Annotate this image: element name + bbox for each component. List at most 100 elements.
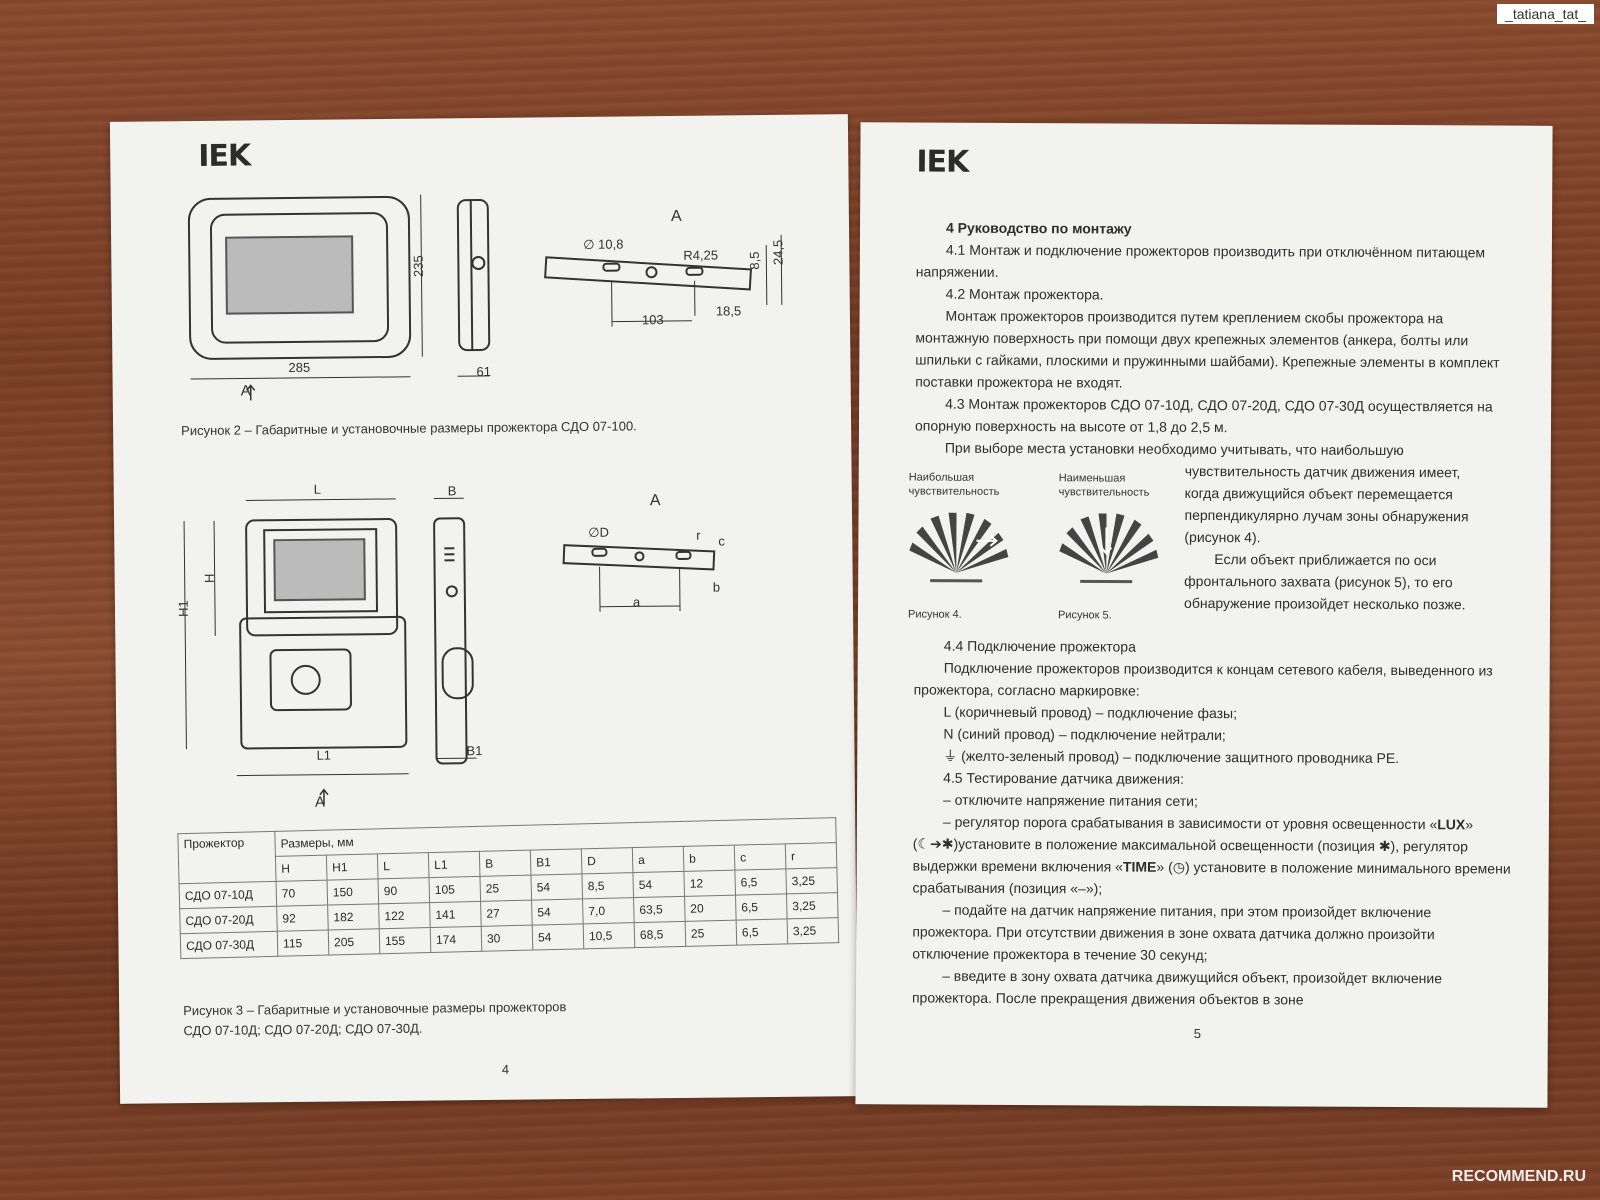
table-cell: 25 <box>685 920 737 947</box>
table-cell: 10,5 <box>583 922 635 949</box>
fig3-d-label: ∅D <box>588 524 609 540</box>
fig2-caption: Рисунок 2 – Габаритные и установочные ра… <box>181 418 637 439</box>
table-cell: 6,5 <box>736 918 788 946</box>
table-cell: 68,5 <box>634 921 686 948</box>
table-cell: 70 <box>276 880 328 907</box>
paragraph-choose: При выборе места установки необходимо уч… <box>944 439 1404 459</box>
table-header-cell: B <box>479 850 531 877</box>
fig3-h1-label: H1 <box>175 600 191 618</box>
table-cell: 150 <box>327 878 379 906</box>
table-cell: 54 <box>530 873 583 901</box>
table-cell: 6,5 <box>735 893 788 921</box>
table-cell: 20 <box>684 895 737 922</box>
step-2: – регулятор порога срабатывания в зависи… <box>913 810 1513 901</box>
wire-n: N (синий провод) – подключение нейтрали; <box>943 725 1226 744</box>
paragraph-4-2-body: Монтаж прожекторов производится путем кр… <box>915 307 1500 391</box>
table-header-cell: L1 <box>428 851 480 878</box>
table-cell: 54 <box>532 923 584 951</box>
fig2-arrow-label: A <box>240 382 251 400</box>
fig2-view-label: A <box>670 207 682 226</box>
fig2-spacing-label: 103 <box>641 312 664 328</box>
table-cell: 3,25 <box>785 867 838 894</box>
iek-logo: IEK <box>916 144 969 180</box>
table-cell: 92 <box>276 905 329 932</box>
sensor-fan-figure5 <box>1059 513 1159 584</box>
fig2-slot-label: 18,5 <box>715 303 742 319</box>
fig2-hole-label: ∅ 10,8 <box>583 236 624 252</box>
sensor-fan-figure4 <box>909 512 1009 583</box>
step-1: – отключите напряжение питания сети; <box>942 791 1198 809</box>
table-header-product: Прожектор <box>177 831 277 884</box>
right-page: IEK 4 Руководство по монтажу 4.1 Монтаж … <box>855 122 1553 1108</box>
table-cell: 182 <box>327 903 380 931</box>
table-cell: 54 <box>632 871 685 898</box>
fig3-caption-line2: СДО 07-10Д; СДО 07-20Д; СДО 07-30Д. <box>183 1020 423 1039</box>
paragraph-4-1: 4.1 Монтаж и подключение прожекторов про… <box>915 241 1486 280</box>
table-header-cell: L <box>377 852 429 879</box>
fig2-t2-label: 24,5 <box>770 239 786 266</box>
fig3-h-label: H <box>201 573 217 584</box>
paragraph-4-2: 4.2 Монтаж прожектора. <box>945 285 1104 303</box>
table-cell: 115 <box>277 930 329 957</box>
table-cell: 3,25 <box>786 892 839 919</box>
fig4-label-line2: чувствительность <box>908 485 1000 498</box>
step-2-part-a: – регулятор порога срабатывания в зависи… <box>942 813 1438 833</box>
table-header-cell: H <box>275 855 328 882</box>
fig5-label-line1: Наименьшая <box>1058 472 1126 485</box>
figure2-drawing <box>187 194 783 401</box>
table-cell: 12 <box>683 870 736 897</box>
paragraph-4-3: 4.3 Монтаж прожекторов СДО 07-10Д, СДО 0… <box>914 395 1493 436</box>
time-label: TIME <box>1122 858 1157 875</box>
table-cell: 6,5 <box>734 868 787 896</box>
paragraph-4-5: 4.5 Тестирование датчика движения: <box>943 769 1185 787</box>
table-cell: 7,0 <box>582 897 635 924</box>
fig2-width-label: 285 <box>288 359 311 376</box>
fig3-b-small-label: b <box>712 579 721 595</box>
paragraph-side-b: Если объект приближается по оси фронталь… <box>1184 551 1466 613</box>
step-4: – введите в зону охвата датчика движущий… <box>911 967 1443 1008</box>
fig2-radius-label: R4,25 <box>683 247 719 263</box>
watermark-username: _tatiana_tat_ <box>1497 4 1594 24</box>
fig3-b-label: B <box>447 483 457 499</box>
table-header-cell: D <box>581 847 633 874</box>
table-header-cell: a <box>632 846 684 873</box>
fig4-label-line1: Наибольшая <box>908 471 975 484</box>
table-cell: 3,25 <box>787 917 839 944</box>
fig3-a-label: a <box>632 594 641 610</box>
fig3-view-label: A <box>649 492 661 510</box>
fig5-caption: Рисунок 5. <box>1057 609 1112 622</box>
fig2-height-label: 235 <box>410 255 426 278</box>
paragraph-side-a: чувствительность датчик движения имеет, … <box>1184 462 1469 546</box>
section-heading: 4 Руководство по монтажу <box>945 219 1132 237</box>
table-cell: 27 <box>480 900 533 927</box>
wire-pe: ⏚ (желто-зеленый провод) – подключение з… <box>943 747 1400 767</box>
table-row-name: СДО 07-20Д <box>179 906 278 934</box>
fig3-c-label: c <box>718 533 725 549</box>
table-cell: 30 <box>481 925 533 952</box>
table-header-cell: b <box>683 845 735 872</box>
paragraph-4-4-body: Подключение прожекторов производится к к… <box>913 659 1493 699</box>
fig3-l1-label: L1 <box>316 747 332 763</box>
dimensions-table: Прожектор Размеры, мм H H1 L L1 B B1 D a… <box>177 817 839 959</box>
step-3: – подайте на датчик напряжение питания, … <box>912 901 1435 964</box>
fig3-l-label: L <box>313 481 322 497</box>
right-page-number: 5 <box>1193 1025 1202 1041</box>
table-header-cell: c <box>734 843 786 871</box>
fig4-label: Наибольшая чувствительность <box>909 470 1000 498</box>
watermark-site: RECOMMEND.RU <box>1451 1168 1586 1185</box>
table-cell: 25 <box>479 875 532 902</box>
table-cell: 174 <box>430 926 482 953</box>
left-page: IEK 285 235 61 A ∅ 10,8 R4,25 103 <box>109 114 859 1104</box>
fig3-b1-label: B1 <box>466 743 483 759</box>
table-cell: 155 <box>379 927 431 954</box>
left-page-number: 4 <box>501 1061 510 1077</box>
fig3-caption-line1: Рисунок 3 – Габаритные и установочные ра… <box>183 999 567 1019</box>
fig3-arrow-label: A <box>314 793 326 811</box>
table-cell: 105 <box>428 876 481 903</box>
right-page-body-bottom: 4.4 Подключение прожектора Подключение п… <box>912 634 1514 1011</box>
lux-label: LUX <box>1437 816 1466 833</box>
wire-l: L (коричневый провод) – подключение фазы… <box>943 703 1238 722</box>
table-cell: 90 <box>378 877 430 904</box>
fig4-caption: Рисунок 4. <box>907 608 962 621</box>
fig5-label-line2: чувствительность <box>1058 486 1150 499</box>
